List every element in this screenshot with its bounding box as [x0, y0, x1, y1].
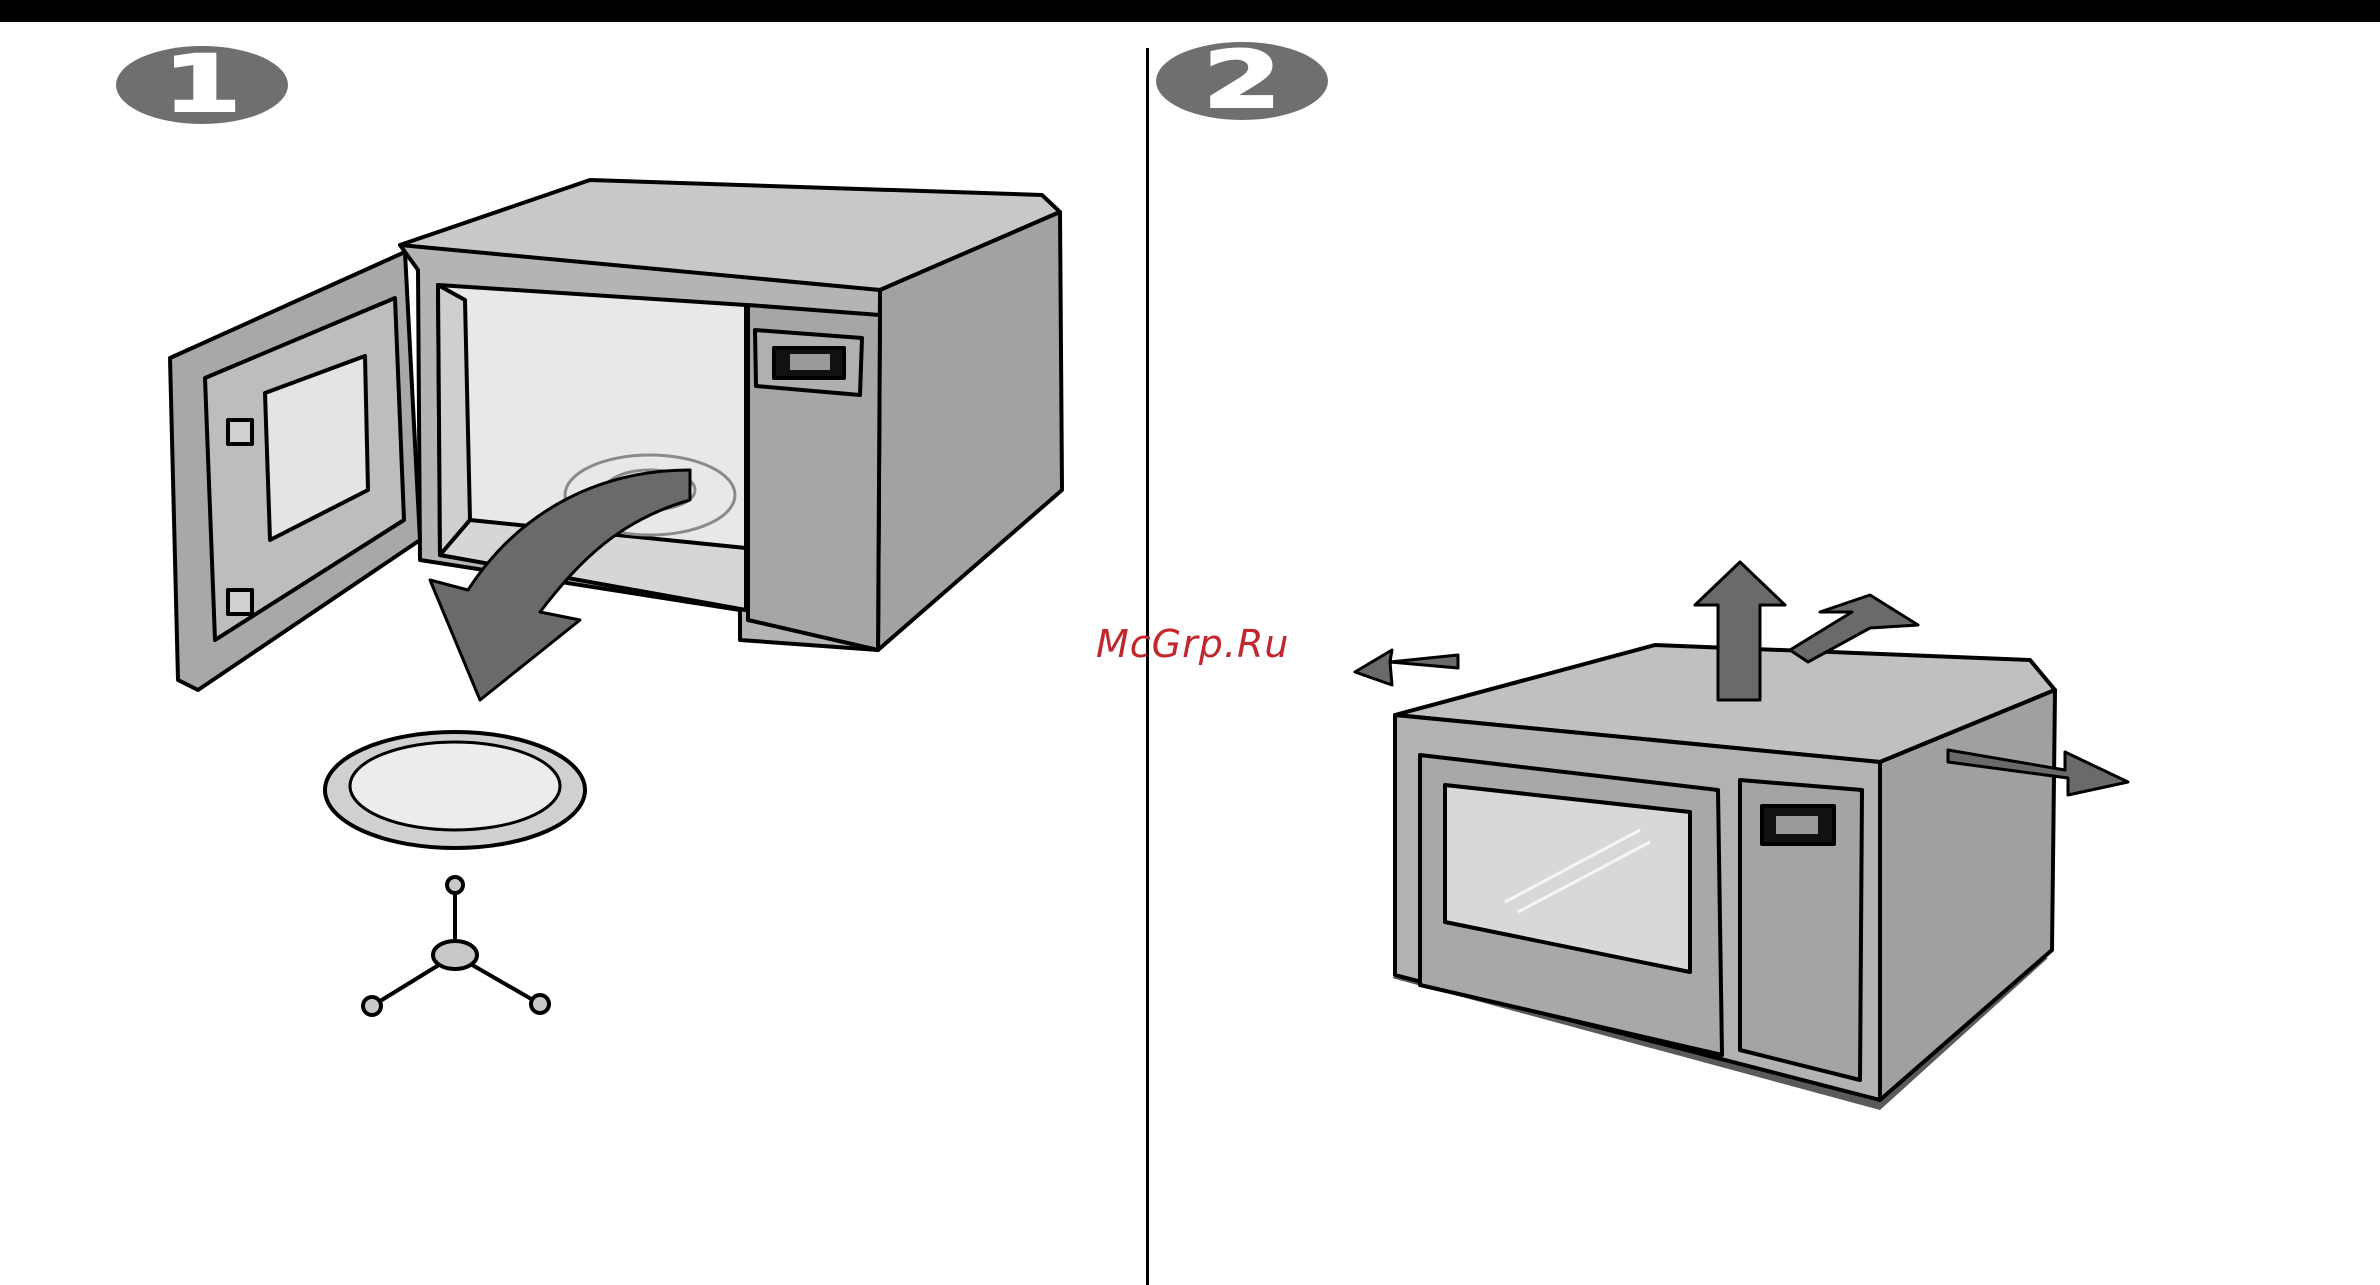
panel-divider: [1146, 48, 1149, 1285]
step-2-number: 2: [1203, 42, 1282, 120]
step-2-badge: 2: [1156, 42, 1328, 120]
watermark-text: McGrp.Ru: [1096, 622, 1289, 666]
microwave-open-door-illustration: [0, 0, 1140, 1285]
